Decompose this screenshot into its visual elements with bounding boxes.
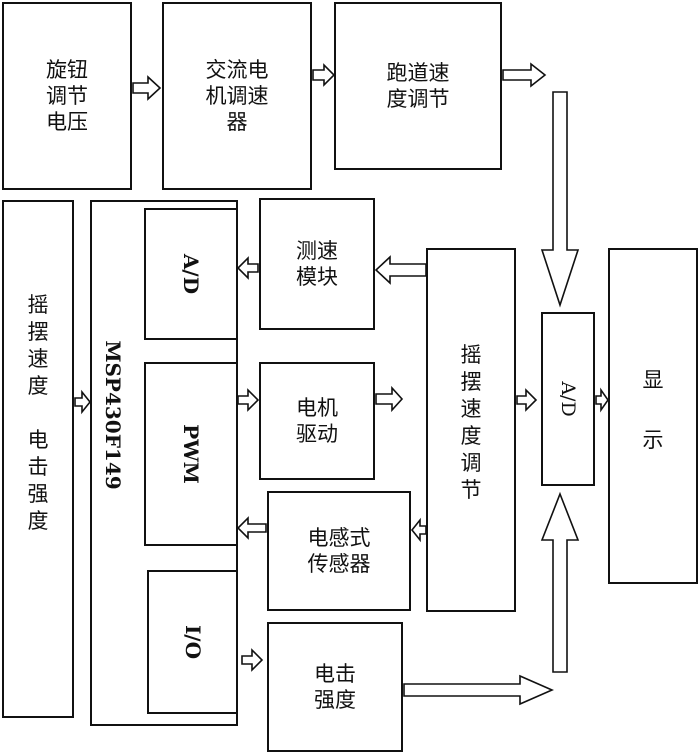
arrow-sensor-to-pwm [236,516,267,540]
swing-char-2: 摆 [460,370,482,394]
left-char-7: 强 [27,482,49,506]
arrow-shock-out [403,674,554,706]
left-params-text: 摇 摆 速 度 电 击 强 度 [4,292,72,535]
swing-speed-shock-intensity-block: 摇 摆 速 度 电 击 强 度 [2,200,74,718]
motor-drive-line-2: 驱动 [296,422,338,446]
swing-speed-text: 摇 摆 速 度 调 节 [428,342,514,504]
arrow-down-to-ad [540,91,580,308]
ad-left-block: A/D [144,208,238,340]
arrow-ac-to-track [312,63,336,87]
track-speed-label: 跑道速 度调节 [336,4,500,168]
sensor-line-2: 传感器 [307,552,371,576]
speed-module-line-2: 模块 [296,265,338,289]
ac-line-1: 交流电 [205,58,269,82]
speed-measure-module-block: 测速 模块 [259,198,375,330]
ac-line-3: 器 [226,110,248,134]
sensor-line-1: 电感式 [307,526,371,550]
arrow-swing-to-speed [374,255,427,285]
track-speed-block: 跑道速 度调节 [334,2,502,170]
ac-line-2: 机调速 [205,84,269,108]
arrow-left-to-mcu [74,389,92,415]
swing-char-1: 摇 [460,343,482,367]
track-line-1: 跑道速 [386,61,450,85]
left-char-4: 度 [27,374,49,398]
left-char-2: 摆 [27,320,49,344]
arrow-knob-to-ac [132,75,162,101]
swing-speed-adjust-block: 摇 摆 速 度 调 节 [426,248,516,612]
arrow-swing-to-ad [516,388,538,412]
inductive-sensor-block: 电感式 传感器 [267,491,411,611]
motor-drive-line-1: 电机 [296,396,338,420]
io-block: I/O [147,570,238,714]
inductive-sensor-label: 电感式 传感器 [269,493,409,609]
arrow-motor-to-swing [375,385,404,413]
arrow-io-to-shock [241,648,264,672]
display-text: 显 示 [610,350,696,470]
display-char-2: 示 [642,428,664,452]
ac-motor-label: 交流电 机调速 器 [164,4,310,188]
arrow-up-to-ad [540,491,580,673]
shock-line-1: 电击 [314,662,356,686]
swing-char-4: 度 [460,424,482,448]
display-block: 显 示 [608,248,698,584]
left-char-8: 度 [27,509,49,533]
swing-char-6: 节 [460,478,482,502]
knob-line-3: 电压 [46,110,88,134]
speed-module-line-1: 测速 [296,239,338,263]
knob-line-2: 调节 [46,84,88,108]
shock-line-2: 强度 [314,688,356,712]
knob-voltage-block: 旋钮 调节 电压 [2,2,132,190]
ad-right-block: A/D [541,312,595,486]
speed-module-label: 测速 模块 [261,200,373,328]
arrow-speed-to-ad [236,256,259,280]
shock-intensity-block: 电击 强度 [267,622,403,752]
arrow-ad-to-display [595,387,609,413]
left-char-5: 电 [27,428,49,452]
knob-voltage-label: 旋钮 调节 电压 [4,4,130,188]
display-char-1: 显 [642,368,664,392]
swing-char-5: 调 [460,451,482,475]
ac-motor-speed-controller-block: 交流电 机调速 器 [162,2,312,190]
arrow-swing-to-sensor [410,517,427,543]
arrow-track-out [502,62,547,88]
track-line-2: 度调节 [386,87,450,111]
knob-line-1: 旋钮 [46,58,88,82]
left-char-3: 速 [27,347,49,371]
motor-drive-block: 电机 驱动 [259,362,375,480]
left-char-6: 击 [27,455,49,479]
swing-char-3: 速 [460,397,482,421]
motor-drive-label: 电机 驱动 [261,364,373,478]
left-char-1: 摇 [27,293,49,317]
shock-intensity-label: 电击 强度 [269,624,401,750]
arrow-pwm-to-motor [237,388,260,412]
pwm-block: PWM [144,362,238,546]
